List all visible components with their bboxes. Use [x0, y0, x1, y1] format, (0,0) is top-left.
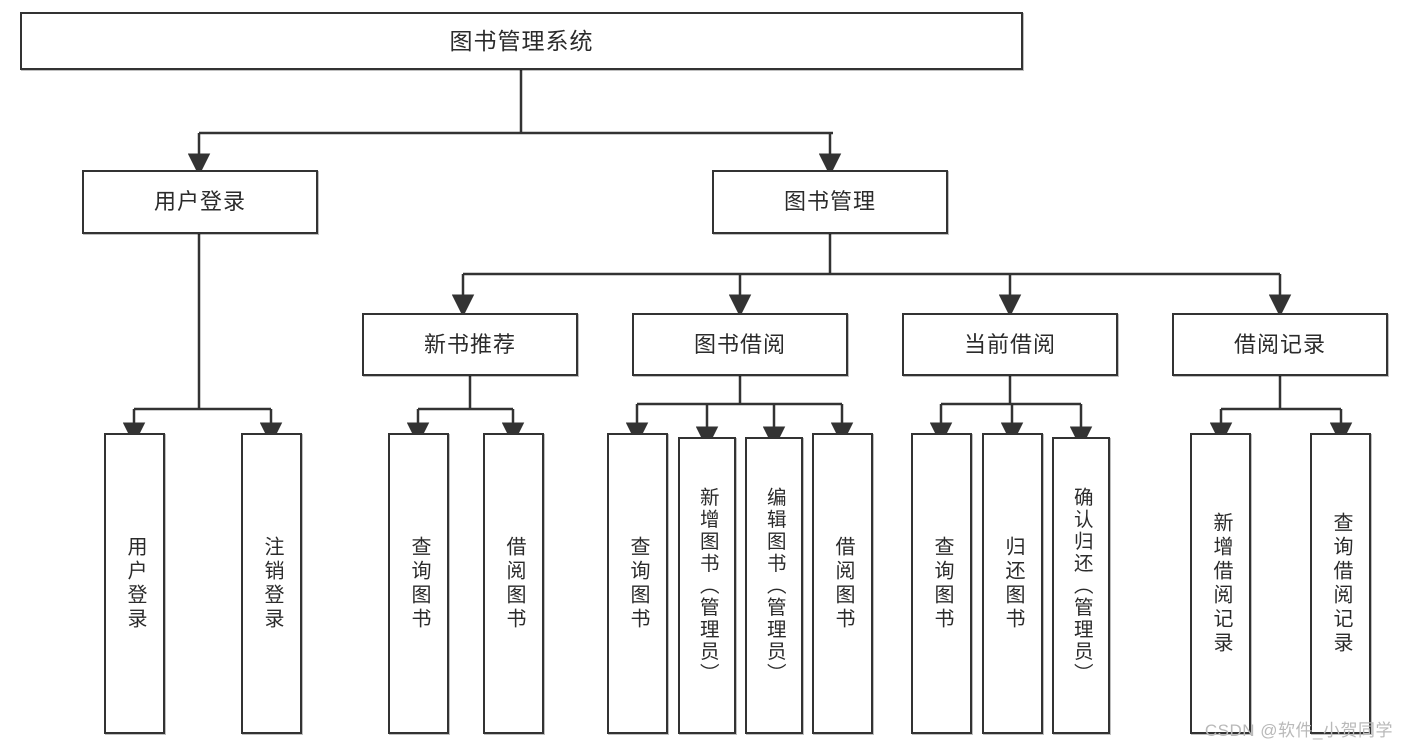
leaf-current-return-book[interactable]: 归还图书 [982, 433, 1043, 734]
leaf-record-add-borrow-record[interactable]: 新增借阅记录 [1190, 433, 1251, 734]
node-book-borrow[interactable]: 图书借阅 [632, 313, 848, 376]
leaf-current-query-book[interactable]: 查询图书 [911, 433, 972, 734]
node-current-borrow[interactable]: 当前借阅 [902, 313, 1118, 376]
node-borrow-record[interactable]: 借阅记录 [1172, 313, 1388, 376]
leaf-user-login[interactable]: 用户登录 [104, 433, 165, 734]
node-user-login[interactable]: 用户登录 [82, 170, 318, 234]
leaf-borrow-add-book-admin[interactable]: 新增图书（管理员） [678, 437, 736, 734]
node-book-management[interactable]: 图书管理 [712, 170, 948, 234]
leaf-borrow-borrow-book[interactable]: 借阅图书 [812, 433, 873, 734]
node-root-system[interactable]: 图书管理系统 [20, 12, 1023, 70]
leaf-borrow-query-book[interactable]: 查询图书 [607, 433, 668, 734]
leaf-record-query-borrow-record[interactable]: 查询借阅记录 [1310, 433, 1371, 734]
leaf-borrow-edit-book-admin[interactable]: 编辑图书（管理员） [745, 437, 803, 734]
leaf-user-logout[interactable]: 注销登录 [241, 433, 302, 734]
leaf-recommend-query-book[interactable]: 查询图书 [388, 433, 449, 734]
leaf-current-confirm-return-admin[interactable]: 确认归还（管理员） [1052, 437, 1110, 734]
leaf-recommend-borrow-book[interactable]: 借阅图书 [483, 433, 544, 734]
csdn-watermark: CSDN @软件_小贺同学 [1204, 721, 1393, 740]
node-new-book-recommend[interactable]: 新书推荐 [362, 313, 578, 376]
